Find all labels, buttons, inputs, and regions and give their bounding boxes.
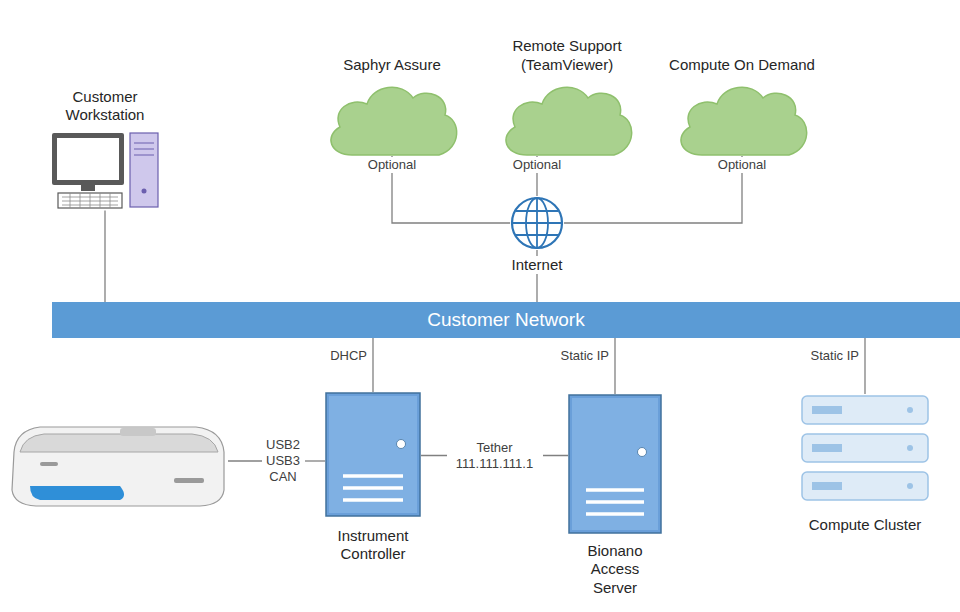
cloud-symbol bbox=[322, 76, 462, 156]
label-area: Bionano Access Server bbox=[568, 542, 662, 597]
server-box: Bionano Access Server bbox=[568, 394, 662, 597]
node-label: Internet bbox=[509, 256, 566, 274]
internet-globe: Internet bbox=[497, 196, 577, 274]
network-link bbox=[864, 338, 865, 394]
port-label: USB2 bbox=[266, 437, 300, 453]
port-label: CAN bbox=[269, 469, 296, 485]
node-label: Compute Cluster bbox=[790, 516, 940, 534]
monitor-symbol bbox=[50, 131, 160, 211]
label-area: Internet bbox=[497, 256, 577, 274]
node-label: Compute On Demand bbox=[667, 56, 817, 74]
node-label: Saphyr Assure bbox=[317, 56, 467, 74]
cloud-service: Remote Support (TeamViewer) bbox=[492, 8, 642, 156]
link-label: DHCP bbox=[330, 348, 367, 364]
heading-area: Compute On Demand bbox=[667, 8, 817, 76]
saphyr-instrument bbox=[12, 427, 224, 506]
cloud-service: Compute On Demand bbox=[667, 8, 817, 156]
link-label: Static IP bbox=[811, 348, 859, 364]
server-box: Instrument Controller bbox=[305, 392, 441, 564]
cloud-symbol bbox=[672, 76, 812, 156]
network-link bbox=[372, 338, 373, 392]
link-label: Tether 111.111.111.1 bbox=[447, 439, 543, 472]
cloud-service: Saphyr Assure bbox=[317, 8, 467, 156]
network-link bbox=[614, 338, 615, 394]
link-label: Static IP bbox=[561, 348, 609, 364]
node-label: Customer Workstation bbox=[40, 88, 170, 125]
node-label: Remote Support (TeamViewer) bbox=[492, 37, 642, 74]
workstation-icon: Customer Workstation bbox=[40, 88, 170, 211]
compute-cluster: Compute Cluster bbox=[790, 394, 940, 534]
heading-area: Saphyr Assure bbox=[317, 8, 467, 76]
node-label: Bionano Access Server bbox=[568, 542, 662, 597]
cloud-symbol bbox=[497, 76, 637, 156]
link-label: Optional bbox=[366, 157, 418, 173]
port-label: USB3 bbox=[266, 453, 300, 469]
globe-symbol bbox=[510, 196, 564, 250]
label-area: Compute Cluster bbox=[790, 516, 940, 534]
link-label: Optional bbox=[511, 157, 563, 173]
node-label: Instrument Controller bbox=[305, 527, 441, 564]
server-symbol bbox=[325, 392, 421, 517]
network-link bbox=[104, 211, 105, 302]
link-label: Optional bbox=[716, 157, 768, 173]
cluster-symbol bbox=[800, 394, 930, 504]
label-area: Instrument Controller bbox=[305, 527, 441, 564]
heading-area: Remote Support (TeamViewer) bbox=[492, 8, 642, 76]
server2-symbol bbox=[568, 394, 662, 534]
node-label: Customer Network bbox=[427, 308, 584, 331]
network-band: Customer Network bbox=[52, 302, 960, 338]
